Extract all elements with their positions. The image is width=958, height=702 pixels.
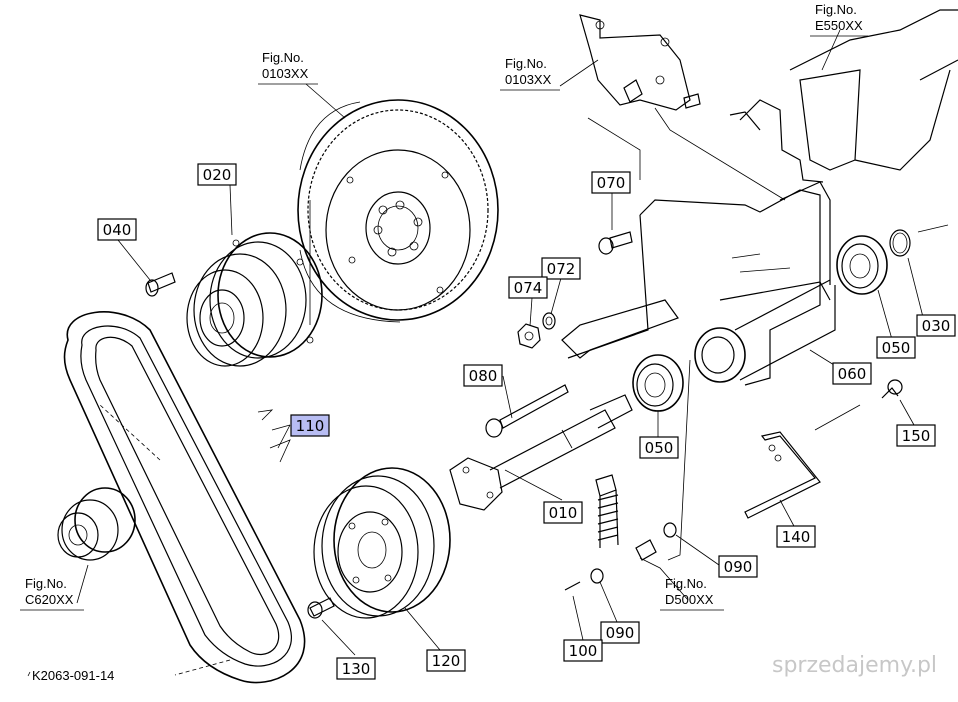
washer-072-drawing <box>542 312 556 330</box>
bolt-070-drawing <box>598 231 633 255</box>
part-label-140[interactable]: 140 <box>776 525 816 548</box>
part-label-110[interactable]: 110 <box>290 414 330 437</box>
watermark: sprzedajemy.pl <box>772 653 937 678</box>
shaft-010-drawing <box>449 394 633 511</box>
part-label-040[interactable]: 040 <box>97 218 137 241</box>
svg-text:020: 020 <box>203 166 232 184</box>
part-label-010[interactable]: 010 <box>543 501 583 524</box>
fig-ref-d500[interactable]: Fig.No. D500XX <box>660 576 724 611</box>
fig-ref-0103-bracket[interactable]: Fig.No. 0103XX <box>500 56 560 91</box>
svg-text:Fig.No.: Fig.No. <box>665 576 707 591</box>
fig-ref-0103-flywheel[interactable]: Fig.No. 0103XX <box>258 50 318 85</box>
part-label-060[interactable]: 060 <box>832 362 872 385</box>
svg-text:010: 010 <box>549 504 578 522</box>
svg-text:060: 060 <box>838 365 867 383</box>
svg-text:100: 100 <box>569 642 598 660</box>
svg-text:Fig.No.: Fig.No. <box>505 56 547 71</box>
part-label-050-lower[interactable]: 050 <box>639 436 679 459</box>
svg-text:110: 110 <box>296 417 325 435</box>
part-label-080[interactable]: 080 <box>463 364 503 387</box>
leader-lines <box>27 29 926 677</box>
snap-ring-030-drawing <box>889 229 911 257</box>
nut-074-drawing <box>517 323 541 349</box>
svg-text:Fig.No.: Fig.No. <box>815 2 857 17</box>
svg-text:C620XX: C620XX <box>25 592 74 607</box>
part-label-070[interactable]: 070 <box>591 171 631 194</box>
part-label-120[interactable]: 120 <box>426 649 466 672</box>
svg-text:150: 150 <box>902 427 931 445</box>
part-label-090-bottom[interactable]: 090 <box>600 621 640 644</box>
bearing-050-upper-drawing <box>836 235 888 295</box>
svg-text:140: 140 <box>782 528 811 546</box>
tension-spring-drawing <box>564 474 677 591</box>
svg-text:0103XX: 0103XX <box>262 66 309 81</box>
idler-pulley-drawing <box>57 487 136 561</box>
v-belt-110-drawing <box>63 311 306 684</box>
svg-text:130: 130 <box>342 660 371 678</box>
svg-text:D500XX: D500XX <box>665 592 714 607</box>
svg-text:090: 090 <box>606 624 635 642</box>
part-label-150[interactable]: 150 <box>896 424 936 447</box>
svg-text:E550XX: E550XX <box>815 18 863 33</box>
svg-text:074: 074 <box>514 279 543 297</box>
part-label-020[interactable]: 020 <box>197 163 237 186</box>
svg-text:090: 090 <box>724 558 753 576</box>
axis-lines <box>99 200 949 676</box>
part-label-050-upper[interactable]: 050 <box>876 336 916 359</box>
part-label-072[interactable]: 072 <box>541 257 581 280</box>
fig-ref-e550[interactable]: Fig.No. E550XX <box>810 2 868 37</box>
drawing-code: K2063-091-14 <box>32 668 114 683</box>
svg-text:Fig.No.: Fig.No. <box>25 576 67 591</box>
bolt-040-drawing <box>145 272 176 297</box>
fig-ref-c620[interactable]: Fig.No. C620XX <box>20 576 84 611</box>
part-label-074[interactable]: 074 <box>508 276 548 299</box>
mount-bracket-drawing <box>579 14 701 111</box>
svg-text:040: 040 <box>103 221 132 239</box>
bolt-130-drawing <box>307 597 335 619</box>
svg-text:050: 050 <box>882 339 911 357</box>
svg-text:Fig.No.: Fig.No. <box>262 50 304 65</box>
part-label-090-right[interactable]: 090 <box>718 555 758 578</box>
bearing-050-lower-drawing <box>632 354 684 412</box>
plate-140-drawing <box>744 431 821 519</box>
svg-text:120: 120 <box>432 652 461 670</box>
svg-text:072: 072 <box>547 260 576 278</box>
bracket-060-drawing <box>561 181 836 386</box>
svg-text:050: 050 <box>645 439 674 457</box>
svg-text:030: 030 <box>922 317 951 335</box>
svg-text:070: 070 <box>597 174 626 192</box>
bolt-150-drawing <box>881 379 903 399</box>
pulley-020-drawing <box>186 232 323 367</box>
pulley-120-drawing <box>313 467 451 619</box>
part-label-100[interactable]: 100 <box>563 639 603 662</box>
flywheel-drawing <box>297 99 499 323</box>
part-label-030[interactable]: 030 <box>916 314 956 337</box>
svg-text:080: 080 <box>469 367 498 385</box>
svg-text:0103XX: 0103XX <box>505 72 552 87</box>
bolt-080-drawing <box>485 384 569 438</box>
part-label-130[interactable]: 130 <box>336 657 376 680</box>
frame-e550-drawing <box>729 9 958 183</box>
